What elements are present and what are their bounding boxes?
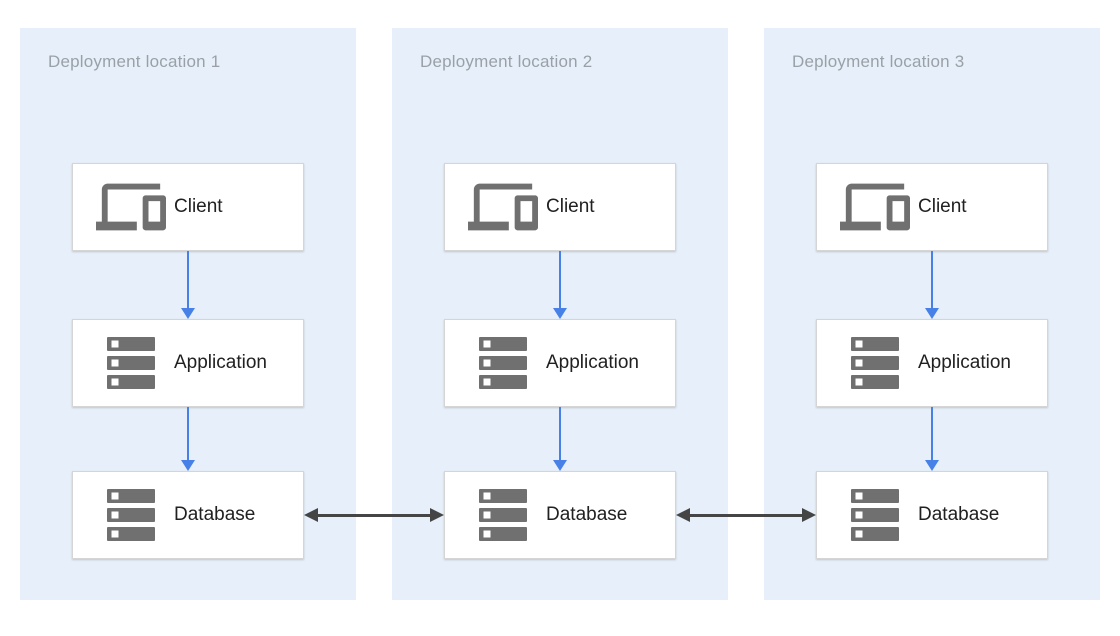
client-node: Client [444,163,676,251]
flow-arrow-down-icon [925,407,939,471]
flow-arrow-down-icon [181,407,195,471]
replication-double-arrow-icon [676,507,816,523]
database-node: Database [444,471,676,559]
devices-icon [96,172,166,242]
devices-icon [840,172,910,242]
deployment-location-3-panel: Deployment location 3 Client [764,28,1100,600]
node-label: Client [174,196,223,217]
flow-arrow-down-icon [925,251,939,319]
client-node: Client [816,163,1048,251]
database-node: Database [816,471,1048,559]
server-stack-icon [96,337,166,389]
server-stack-icon [96,489,166,541]
deployment-location-2-panel: Deployment location 2 Client [392,28,728,600]
server-stack-icon [840,337,910,389]
node-label: Database [174,504,256,525]
deployment-location-1-panel: Deployment location 1 Client [20,28,356,600]
panel-title: Deployment location 1 [48,52,221,71]
devices-icon [468,172,538,242]
panel-title: Deployment location 2 [420,52,593,71]
node-label: Database [546,504,628,525]
node-label: Client [918,196,967,217]
application-node: Application [72,319,304,407]
flow-arrow-down-icon [553,407,567,471]
server-stack-icon [468,337,538,389]
node-label: Application [174,352,267,373]
application-node: Application [816,319,1048,407]
client-node: Client [72,163,304,251]
node-label: Database [918,504,1000,525]
node-label: Application [546,352,639,373]
panel-title: Deployment location 3 [792,52,965,71]
replication-double-arrow-icon [304,507,444,523]
application-node: Application [444,319,676,407]
server-stack-icon [468,489,538,541]
server-stack-icon [840,489,910,541]
node-label: Application [918,352,1011,373]
node-label: Client [546,196,595,217]
flow-arrow-down-icon [181,251,195,319]
database-node: Database [72,471,304,559]
flow-arrow-down-icon [553,251,567,319]
